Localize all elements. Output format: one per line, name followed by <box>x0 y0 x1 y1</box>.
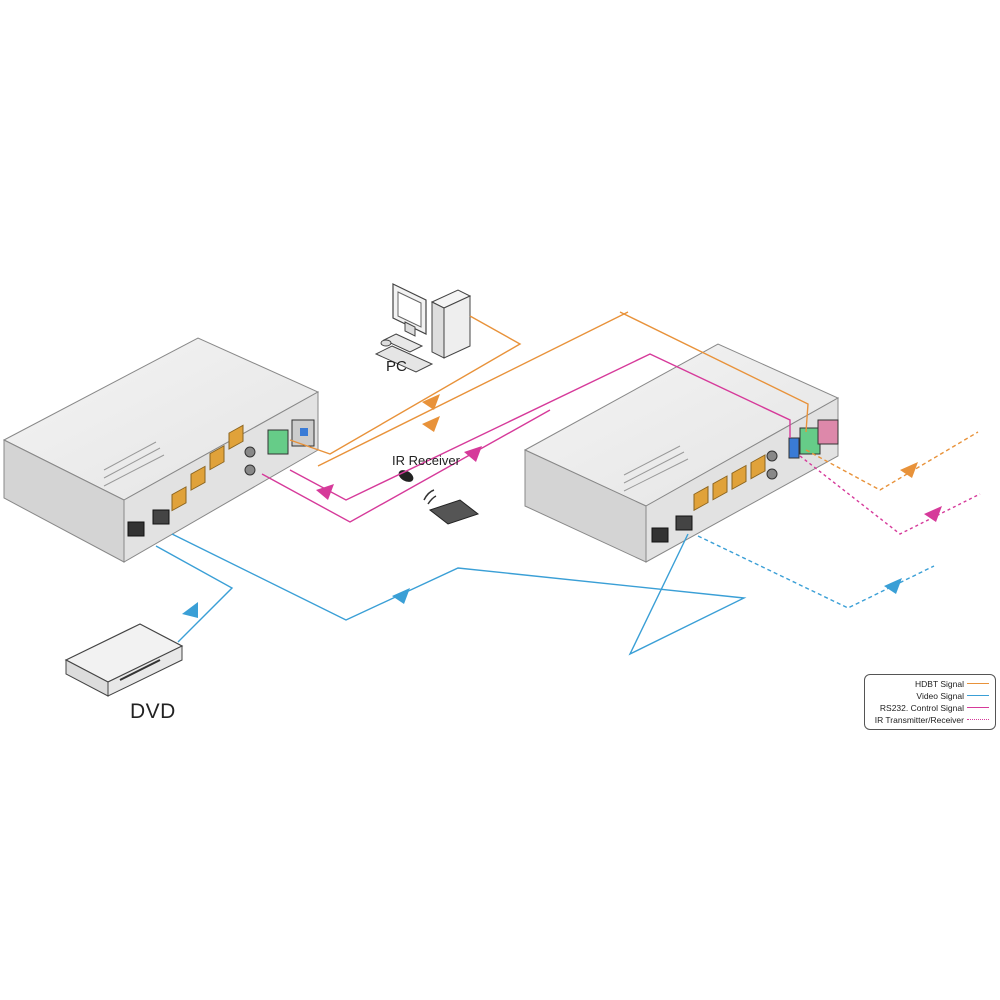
legend-item-hdbt: HDBT Signal <box>915 677 989 690</box>
remote-control-icon <box>423 489 480 525</box>
dvd-label: DVD <box>130 700 176 723</box>
transmitter-device <box>2 337 320 563</box>
signal-arrows <box>182 394 942 618</box>
receiver-hdbt-ports <box>693 454 766 512</box>
legend-swatch <box>967 719 989 720</box>
legend: HDBT Signal Video Signal RS232. Control … <box>864 674 996 730</box>
hdbt-signal-lines <box>289 311 979 491</box>
legend-item-rs232: RS232. Control Signal <box>880 701 989 714</box>
transmitter-hdbt-ports <box>171 424 244 512</box>
legend-item-video: Video Signal <box>916 689 989 702</box>
legend-label: RS232. Control Signal <box>879 702 964 713</box>
ir-receiver-icon <box>398 470 414 482</box>
ir-receiver-label: IR Receiver <box>392 453 460 468</box>
legend-swatch <box>967 695 989 696</box>
video-signal-lines <box>155 533 935 656</box>
receiver-device <box>523 343 840 563</box>
pc-label: PC <box>386 358 407 375</box>
legend-label: IR Transmitter/Receiver <box>874 714 964 725</box>
dvd-player-icon <box>64 623 184 697</box>
pc-icon <box>374 283 472 373</box>
legend-item-ir: IR Transmitter/Receiver <box>875 713 989 726</box>
legend-swatch <box>967 707 989 708</box>
legend-label: HDBT Signal <box>915 678 964 689</box>
legend-swatch <box>967 683 989 684</box>
legend-label: Video Signal <box>916 690 964 701</box>
